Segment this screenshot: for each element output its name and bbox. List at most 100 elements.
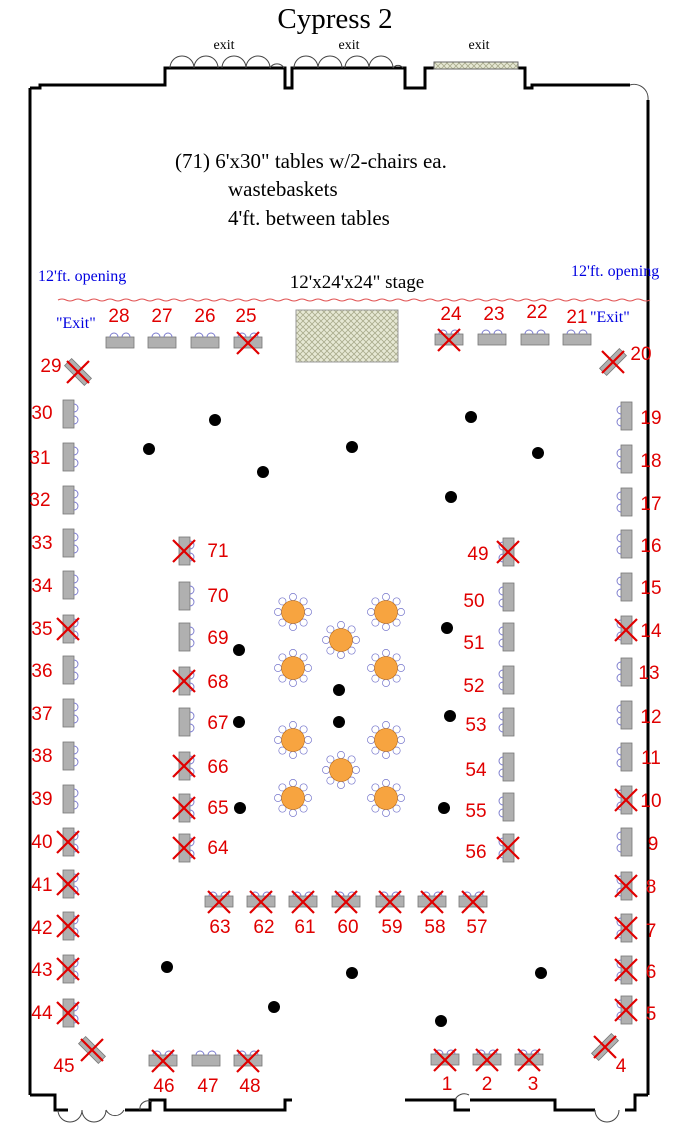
table-number: 31 bbox=[29, 448, 50, 469]
cancelled-mark bbox=[601, 350, 625, 374]
table-number: 65 bbox=[207, 798, 228, 819]
table-23: 23 bbox=[477, 304, 507, 346]
table-44: 44 bbox=[31, 998, 80, 1028]
chairs bbox=[335, 891, 357, 897]
table-number: 62 bbox=[253, 917, 274, 938]
table-number: 36 bbox=[31, 661, 52, 682]
chairs bbox=[292, 891, 314, 897]
cancelled-mark bbox=[461, 890, 485, 914]
wastebasket bbox=[257, 466, 269, 478]
cancelled-mark bbox=[236, 1049, 260, 1073]
chairs bbox=[616, 491, 622, 513]
chairs bbox=[379, 891, 401, 897]
chairs bbox=[73, 745, 79, 767]
door-swings-top bbox=[57, 55, 649, 1123]
chair bbox=[397, 608, 405, 616]
chairs bbox=[73, 915, 79, 937]
chairs bbox=[73, 489, 79, 511]
table-number: 1 bbox=[442, 1074, 453, 1095]
chairs bbox=[616, 875, 622, 897]
table-40: 40 bbox=[31, 827, 80, 857]
chair bbox=[304, 794, 312, 802]
table-number: 7 bbox=[646, 921, 657, 942]
chair bbox=[299, 653, 308, 662]
cancelled-mark bbox=[66, 360, 90, 384]
table-number: 13 bbox=[638, 663, 659, 684]
round-table-top bbox=[374, 656, 398, 680]
cancelled-mark bbox=[614, 874, 638, 898]
chair bbox=[382, 679, 390, 687]
table-rect bbox=[62, 698, 75, 728]
table-number: 19 bbox=[640, 408, 661, 429]
table-22: 22 bbox=[520, 302, 550, 346]
table-21: 21 bbox=[562, 307, 592, 346]
cancelled-mark bbox=[249, 890, 273, 914]
wastebasket bbox=[532, 447, 544, 459]
table-71: 71 bbox=[172, 536, 229, 566]
chairs bbox=[498, 837, 504, 859]
table-number: 71 bbox=[207, 541, 228, 562]
chairs bbox=[194, 332, 216, 338]
table-number: 9 bbox=[648, 834, 659, 855]
table-number: 39 bbox=[31, 789, 52, 810]
table-10: 10 bbox=[614, 785, 662, 815]
opening-line bbox=[57, 298, 651, 302]
table-number: 20 bbox=[630, 344, 651, 365]
chairs bbox=[481, 329, 503, 335]
round-table-top bbox=[329, 758, 353, 782]
chair bbox=[392, 783, 401, 792]
chairs bbox=[476, 1049, 498, 1055]
chair bbox=[337, 621, 345, 629]
table-37: 37 bbox=[31, 698, 79, 728]
chair bbox=[278, 674, 287, 683]
table-number: 67 bbox=[207, 713, 228, 734]
chair bbox=[371, 725, 380, 734]
table-number: 5 bbox=[646, 1004, 657, 1025]
table-number: 32 bbox=[29, 490, 50, 511]
cancelled-mark bbox=[56, 872, 80, 896]
table-rect bbox=[520, 333, 550, 346]
table-64: 64 bbox=[172, 833, 229, 863]
cancelled-mark bbox=[172, 836, 196, 860]
cancelled-mark bbox=[56, 914, 80, 938]
chair bbox=[392, 597, 401, 606]
chair bbox=[304, 664, 312, 672]
table-number: 26 bbox=[194, 306, 215, 327]
round-table bbox=[274, 779, 312, 817]
chair bbox=[274, 664, 282, 672]
table-rect bbox=[178, 707, 191, 737]
table-62: 62 bbox=[246, 890, 276, 938]
notes-line: wastebaskets bbox=[228, 177, 338, 201]
chair bbox=[322, 636, 330, 644]
table-number: 18 bbox=[640, 451, 661, 472]
chair bbox=[278, 597, 287, 606]
table-number: 29 bbox=[40, 356, 61, 377]
chair bbox=[278, 804, 287, 813]
chair bbox=[367, 608, 375, 616]
table-6: 6 bbox=[614, 955, 656, 985]
chair bbox=[289, 721, 297, 729]
chair bbox=[278, 783, 287, 792]
chair bbox=[299, 746, 308, 755]
table-number: 14 bbox=[640, 621, 662, 642]
chair bbox=[371, 618, 380, 627]
chair bbox=[289, 809, 297, 817]
chairs bbox=[189, 585, 195, 607]
table-number: 33 bbox=[31, 533, 52, 554]
table-number: 44 bbox=[31, 1003, 53, 1024]
round-table-top bbox=[374, 786, 398, 810]
chairs bbox=[237, 332, 259, 338]
notes-line: (71) 6'x30" tables w/2-chairs ea. bbox=[175, 149, 447, 173]
chair bbox=[347, 776, 356, 785]
wastebasket bbox=[161, 961, 173, 973]
table-number: 61 bbox=[294, 917, 315, 938]
table-47: 47 bbox=[191, 1050, 221, 1097]
chairs bbox=[73, 532, 79, 554]
table-number: 50 bbox=[463, 591, 484, 612]
round-table-top bbox=[281, 728, 305, 752]
chair bbox=[382, 623, 390, 631]
table-rect bbox=[477, 333, 507, 346]
table-29: 29 bbox=[40, 356, 93, 387]
wastebaskets bbox=[143, 411, 547, 1027]
cancelled-mark bbox=[614, 958, 638, 982]
